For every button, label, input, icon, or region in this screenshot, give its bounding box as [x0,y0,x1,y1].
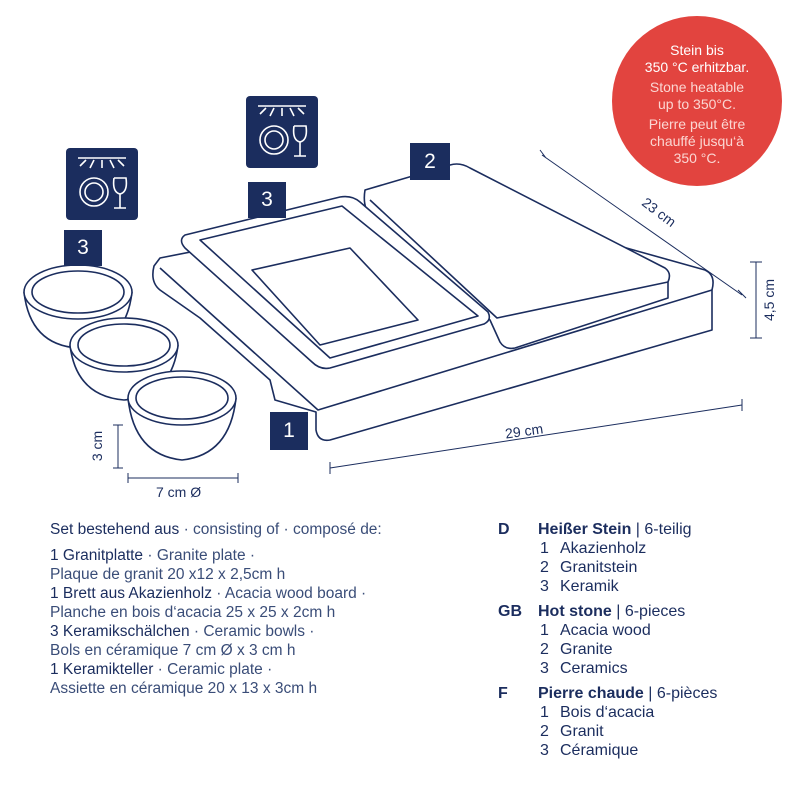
label-board: 1 [270,412,308,450]
dim-stone-height: 4,5 cm [761,278,778,322]
label-plate: 3 [248,182,286,218]
item-number: 2 [540,559,549,576]
dimension-lines [113,149,762,483]
lang-code: GB [498,603,522,620]
group-title: Heißer Stein [538,521,632,538]
lang-code: D [498,521,510,538]
dim-bowl-height: 3 cm [89,430,106,462]
heat-en-1: Stone heatable [649,79,745,95]
contents-heading-rest: · consisting of · composé de: [179,521,382,538]
item-fr: Plaque de granit 20 x12 x 2,5cm h [50,566,286,583]
group-title: Hot stone [538,603,612,620]
lang-code: F [498,685,508,702]
content-item: 1 Brett aus Akazienholz · Acacia wood bo… [50,584,382,622]
item-fr: Bols en céramique 7 cm Ø x 3 cm h [50,642,296,659]
content-item: 1 Granitplatte · Granite plate · Plaque d… [50,546,382,584]
item-de: 1 Keramikteller [50,661,154,678]
contents-list: Set bestehend aus · consisting of · comp… [50,520,382,698]
group-count: | 6-teilig [631,521,692,538]
item-number: 2 [540,723,549,740]
legend-group-f: F Pierre chaude | 6-pièces 1 Bois d‘acaci… [498,684,717,760]
item-label: Céramique [560,742,639,759]
item-number: 3 [540,578,549,595]
heat-fr-3: 350 °C. [673,150,721,166]
ceramic-plate [180,195,491,370]
dim-bowl-diameter: 7 cm Ø [156,484,202,500]
item-label: Granit [560,723,604,740]
item-number: 2 [540,641,549,658]
heat-de-1: Stein bis [670,42,724,58]
item-label: Ceramics [560,660,628,677]
ceramic-bowls [23,264,237,461]
item-label: Granitstein [560,559,638,576]
item-fr: Planche en bois d‘acacia 25 x 25 x 2cm h [50,604,336,621]
dishwasher-safe-icon [66,148,138,220]
item-de: 1 Granitplatte [50,547,144,564]
item-number: 3 [540,660,549,677]
item-label: Acacia wood [560,622,651,639]
contents-heading: Set bestehend aus [50,521,180,538]
item-number: 1 [540,540,549,557]
label-stone: 2 [410,143,450,180]
label-bowls: 3 [64,230,102,266]
item-fr: Assiette en céramique 20 x 13 x 3cm h [50,680,318,697]
item-en: · Acacia wood board · [212,585,367,602]
heat-en-2: up to 350°C. [658,96,736,112]
item-en: · Granite plate · [143,547,256,564]
group-count: | 6-pièces [643,685,718,702]
legend-group-gb: GB Hot stone | 6-pieces 1 Acacia wood 2 Gr… [498,602,717,678]
group-title: Pierre chaude [538,685,644,702]
item-number: 1 [540,704,549,721]
item-de: 1 Brett aus Akazienholz [50,585,212,602]
item-label: Akazienholz [560,540,647,557]
group-count: | 6-pieces [611,603,686,620]
item-number: 3 [540,742,549,759]
heat-fr-1: Pierre peut être [648,116,746,132]
item-en: · Ceramic plate · [153,661,273,678]
item-number: 1 [540,622,549,639]
heat-fr-2: chauffé jusqu‘à [650,133,744,149]
heat-badge: Stein bis 350 °C erhitzbar. Stone heatab… [612,16,782,186]
content-item: 1 Keramikteller · Ceramic plate · Assiett… [50,660,382,698]
item-label: Bois d‘acacia [560,704,655,721]
item-de: 3 Keramikschälchen [50,623,190,640]
item-label: Granite [560,641,613,658]
language-legend: D Heißer Stein | 6-teilig 1 Akazienholz 2… [498,520,717,766]
legend-group-de: D Heißer Stein | 6-teilig 1 Akazienholz 2… [498,520,717,596]
item-label: Keramik [560,578,619,595]
heat-de-2: 350 °C erhitzbar. [644,59,750,75]
content-item: 3 Keramikschälchen · Ceramic bowls · Bols… [50,622,382,660]
item-en: · Ceramic bowls · [189,623,315,640]
dishwasher-safe-icon [246,96,318,168]
